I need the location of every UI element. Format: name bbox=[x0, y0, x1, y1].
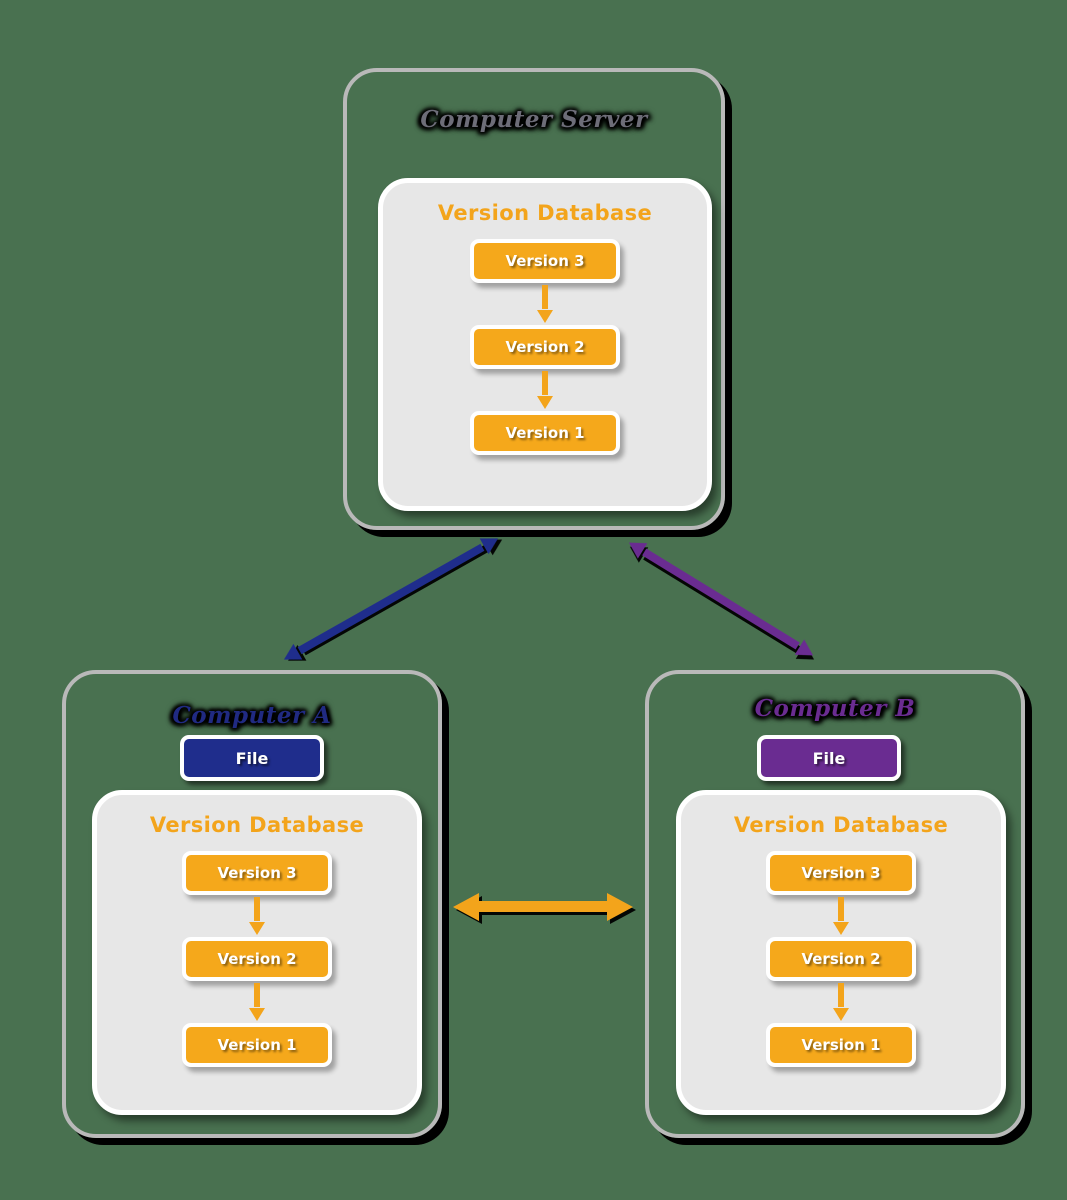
arrowhead-down-icon bbox=[249, 1008, 265, 1021]
computer-b-frame bbox=[645, 670, 1025, 1138]
version-box[interactable]: Version 1 bbox=[182, 1023, 332, 1067]
version-arrow-icon bbox=[833, 981, 849, 1023]
arrowhead-right-icon bbox=[607, 893, 633, 921]
arrowhead-down-icon bbox=[833, 1008, 849, 1021]
arrowhead-down-icon bbox=[249, 922, 265, 935]
dotted-line bbox=[542, 371, 548, 395]
arrowhead-down-icon bbox=[833, 922, 849, 935]
computer-b-file-box[interactable]: File bbox=[757, 735, 901, 781]
dotted-line bbox=[542, 285, 548, 309]
computer-a-title: Computer A bbox=[172, 702, 332, 729]
dotted-line bbox=[838, 897, 844, 921]
version-database-title: Version Database bbox=[733, 813, 949, 837]
server-version-database-panel: Version Database Version 3 Version 2 Ver… bbox=[378, 178, 712, 511]
connector-server-to-computer-b bbox=[624, 534, 818, 664]
dotted-shaft bbox=[479, 901, 607, 912]
version-box[interactable]: Version 3 bbox=[766, 851, 916, 895]
arrowhead-down-icon bbox=[537, 310, 553, 323]
computer-a-version-database-panel: Version Database Version 3 Version 2 Ver… bbox=[92, 790, 422, 1115]
computer-b-version-database-panel: Version Database Version 3 Version 2 Ver… bbox=[676, 790, 1006, 1115]
computer-server-title: Computer Server bbox=[420, 106, 648, 133]
version-box[interactable]: Version 2 bbox=[182, 937, 332, 981]
connector-server-to-computer-a bbox=[279, 530, 503, 668]
version-box[interactable]: Version 3 bbox=[182, 851, 332, 895]
arrowhead-down-icon bbox=[537, 396, 553, 409]
server-version-stack: Version 3 Version 2 Version 1 bbox=[383, 239, 707, 455]
computer-a-file-box[interactable]: File bbox=[180, 735, 324, 781]
connector-computer-a-to-computer-b bbox=[453, 893, 633, 921]
computer-a-version-stack: Version 3 Version 2 Version 1 bbox=[97, 851, 417, 1067]
version-database-title: Version Database bbox=[149, 813, 365, 837]
version-arrow-icon bbox=[833, 895, 849, 937]
dotted-shaft bbox=[642, 548, 800, 650]
computer-server-frame bbox=[343, 68, 725, 530]
version-box[interactable]: Version 2 bbox=[766, 937, 916, 981]
version-arrow-icon bbox=[249, 981, 265, 1023]
dotted-line bbox=[254, 983, 260, 1007]
version-box[interactable]: Version 2 bbox=[470, 325, 620, 369]
arrowhead-left-icon bbox=[453, 893, 479, 921]
version-database-title: Version Database bbox=[437, 201, 653, 225]
version-arrow-icon bbox=[249, 895, 265, 937]
dotted-line bbox=[254, 897, 260, 921]
version-box[interactable]: Version 3 bbox=[470, 239, 620, 283]
version-box[interactable]: Version 1 bbox=[766, 1023, 916, 1067]
version-box[interactable]: Version 1 bbox=[470, 411, 620, 455]
computer-b-version-stack: Version 3 Version 2 Version 1 bbox=[681, 851, 1001, 1067]
computer-a-frame bbox=[62, 670, 442, 1138]
dotted-shaft bbox=[297, 543, 485, 655]
computer-b-title: Computer B bbox=[754, 695, 916, 722]
version-arrow-icon bbox=[537, 283, 553, 325]
dotted-line bbox=[838, 983, 844, 1007]
version-arrow-icon bbox=[537, 369, 553, 411]
